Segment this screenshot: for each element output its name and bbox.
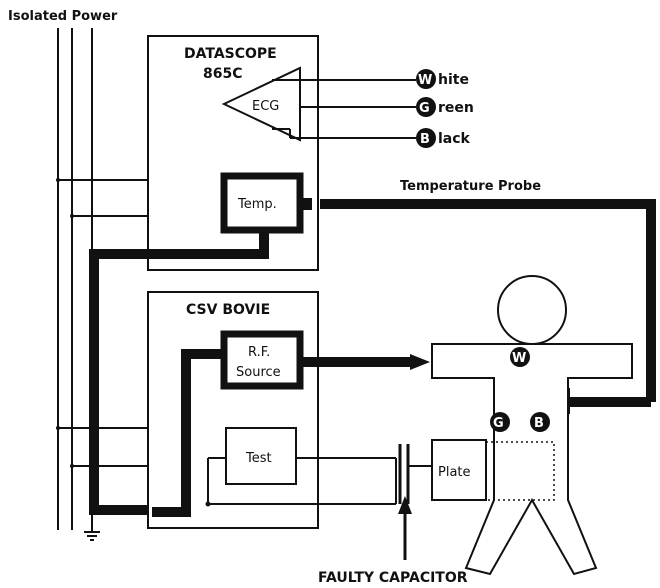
bovie-name: CSV BOVIE [186, 302, 270, 318]
right-electrode: B [530, 412, 550, 432]
left-electrode-letter: G [493, 416, 504, 431]
right-electrode-letter: B [534, 416, 544, 431]
left-electrode: G [490, 412, 510, 432]
rf-ground-return [152, 349, 222, 517]
chest-electrode: W [510, 347, 530, 367]
capacitor-arrow [398, 496, 412, 560]
faulty-capacitor [395, 444, 432, 504]
lead-green: G reen [416, 97, 474, 117]
plate-dotted-area [485, 441, 555, 501]
ecg-lead-wires [272, 79, 416, 139]
rf-source-line2: Source [236, 365, 281, 380]
temperature-probe-cable [302, 198, 656, 414]
temperature-probe-label: Temperature Probe [400, 179, 541, 194]
test-circuit-wires [205, 457, 396, 507]
rf-source-box [220, 330, 304, 390]
temp-box [220, 172, 304, 234]
patient-figure [431, 275, 633, 576]
lead-green-label: reen [438, 100, 474, 116]
datascope-model: 865C [203, 66, 243, 82]
ecg-amplifier [221, 66, 301, 142]
ecg-label: ECG [252, 99, 279, 114]
temp-label: Temp. [237, 197, 277, 212]
test-box [225, 427, 297, 485]
chest-electrode-letter: W [512, 351, 526, 366]
lead-white-letter: W [418, 73, 432, 88]
isolated-power-title: Isolated Power [8, 9, 118, 24]
lead-green-letter: G [419, 101, 430, 116]
test-label: Test [245, 451, 272, 466]
plate-box [431, 439, 487, 501]
rf-source-line1: R.F. [248, 345, 270, 360]
lead-black: B lack [416, 128, 471, 148]
lead-white: W hite [416, 69, 469, 89]
datascope-name: DATASCOPE [184, 46, 277, 62]
plate-label: Plate [438, 465, 471, 480]
temp-ground-return [89, 232, 269, 515]
rf-output-cable [302, 354, 430, 370]
lead-black-letter: B [420, 132, 430, 147]
lead-black-label: lack [438, 131, 471, 147]
lead-white-label: hite [438, 72, 469, 88]
bovie-box [147, 291, 319, 529]
faulty-capacitor-label: FAULTY CAPACITOR [318, 570, 468, 586]
